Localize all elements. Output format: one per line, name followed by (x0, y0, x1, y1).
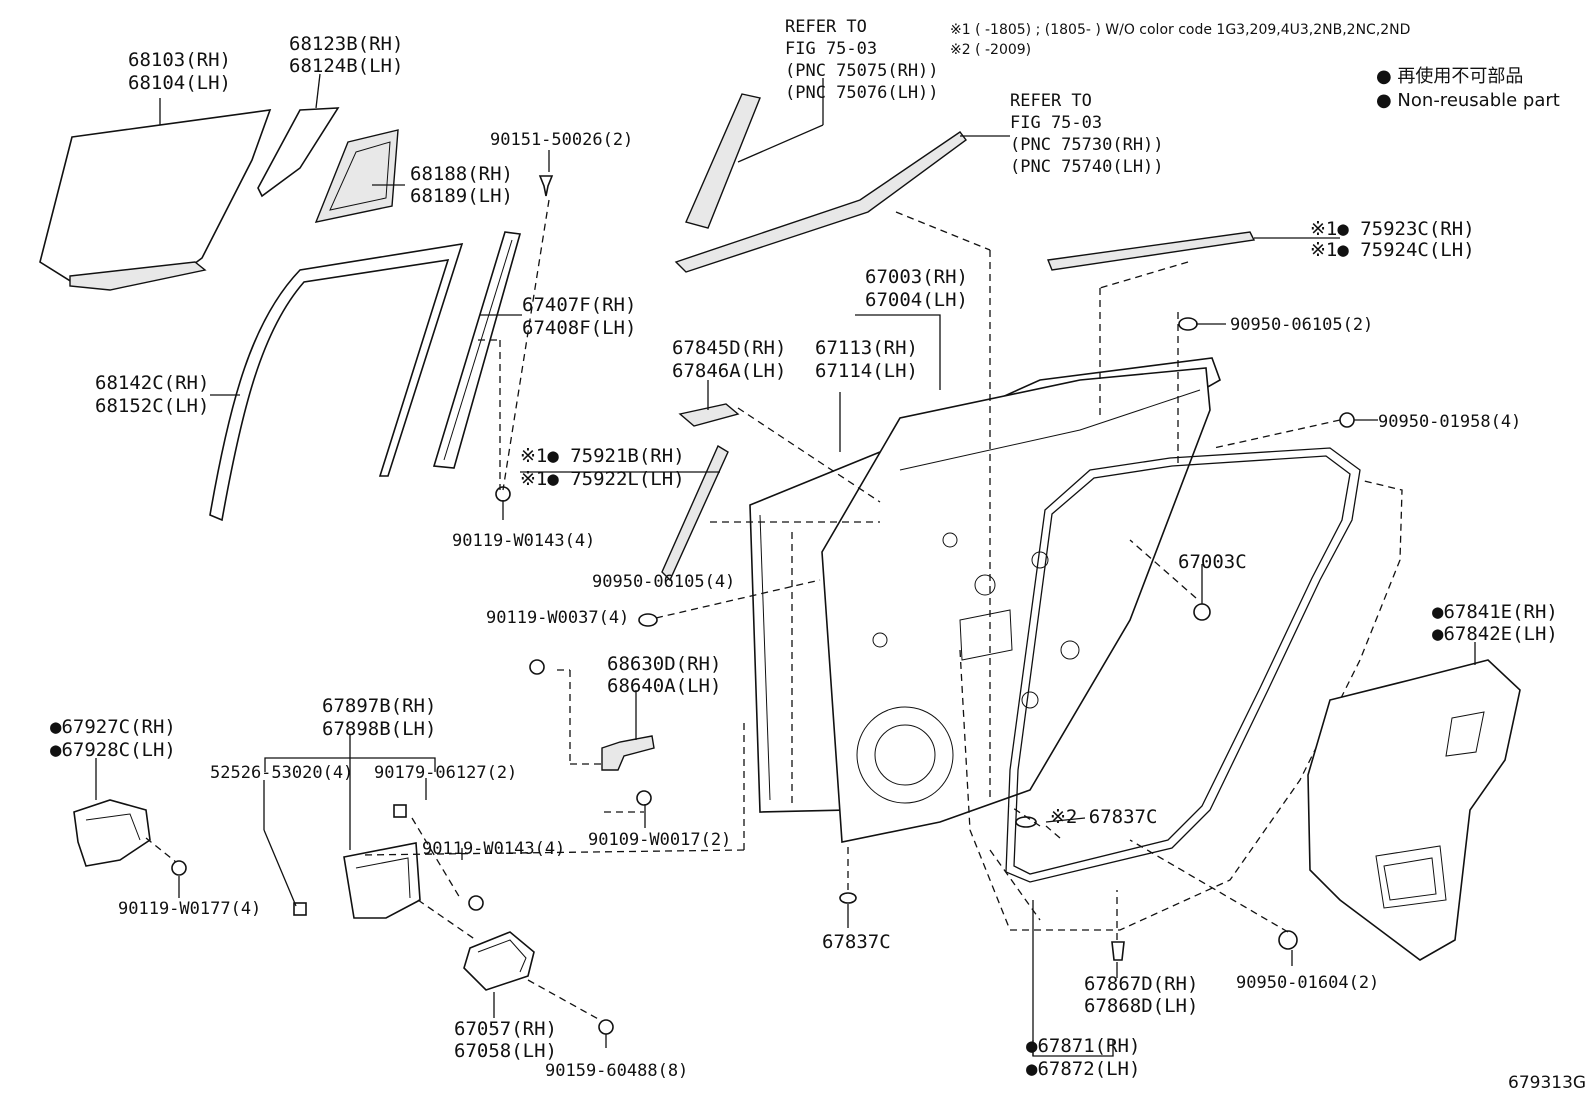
label-52526: 52526-53020(4) (210, 763, 353, 783)
label-67837-b: 67837C (822, 931, 891, 953)
bracket-67845-shape (678, 403, 740, 427)
service-hole-cover (1307, 659, 1521, 961)
roof-moulding-shape (1047, 231, 1256, 271)
diagram-id: 679313G (1508, 1073, 1586, 1093)
label-90950-06105-b: 90950-06105(4) (592, 572, 735, 592)
svg-text:(PNC 75740(LH)): (PNC 75740(LH)) (1010, 157, 1164, 177)
assembly-lines (145, 199, 1341, 1021)
note-1: ※1 ( -1805) ; (1805- ) W/O color code 1G… (950, 22, 1410, 38)
cover-67927-shape (73, 799, 151, 867)
label-68188: 68188(RH) (410, 163, 513, 185)
svg-text:67114(LH): 67114(LH) (815, 360, 918, 382)
svg-text:68152C(LH): 68152C(LH) (95, 395, 209, 417)
label-90119-w0037: 90119-W0037(4) (486, 608, 629, 628)
label-90950-01958: 90950-01958(4) (1378, 412, 1521, 432)
label-67871: ●67871(RH) (1026, 1035, 1140, 1057)
svg-text:※1● 75924C(LH): ※1● 75924C(LH) (1310, 239, 1475, 261)
svg-text:FIG 75-03: FIG 75-03 (1010, 113, 1102, 133)
label-75923: ※1● 75923C(RH) (1310, 218, 1475, 240)
ref-callout-1: REFER TO FIG 75-03 (PNC 75075(RH)) (PNC … (785, 17, 939, 103)
svg-text:(PNC 75075(RH)): (PNC 75075(RH)) (785, 61, 939, 81)
fasteners (171, 175, 1355, 1035)
belt-moulding-shape (674, 131, 967, 273)
quarter-glass-shape (257, 107, 340, 198)
label-67057: 67057(RH) (454, 1018, 557, 1040)
note-2: ※2 ( -2009) (950, 42, 1031, 58)
label-68142: 68142C(RH) (95, 372, 209, 394)
leader-lines (95, 73, 1476, 1057)
svg-text:(PNC 75076(LH)): (PNC 75076(LH)) (785, 83, 939, 103)
svg-text:●67928C(LH): ●67928C(LH) (50, 739, 176, 761)
label-67927: ●67927C(RH) (50, 716, 176, 738)
label-67845: 67845D(RH) (672, 337, 786, 359)
label-90109: 90109-W0017(2) (588, 830, 731, 850)
garnish-75921-shape (661, 444, 729, 582)
svg-text:●67872(LH): ●67872(LH) (1026, 1058, 1140, 1080)
label-90151: 90151-50026(2) (490, 130, 633, 150)
svg-text:●67842E(LH): ●67842E(LH) (1432, 623, 1558, 645)
legend-en: ● Non-reusable part (1376, 90, 1560, 111)
door-inner-panel (821, 367, 1211, 843)
label-68123: 68123B(RH) (289, 33, 403, 55)
svg-text:68124B(LH): 68124B(LH) (289, 55, 403, 77)
label-90119-w0143-a: 90119-W0143(4) (452, 531, 595, 551)
label-90179: 90179-06127(2) (374, 763, 517, 783)
part-labels: 68103(RH) 68104(LH) 68123B(RH) 68124B(LH… (50, 33, 1558, 1081)
svg-text:68104(LH): 68104(LH) (128, 72, 231, 94)
svg-text:(PNC 75730(RH)): (PNC 75730(RH)) (1010, 135, 1164, 155)
svg-text:REFER TO: REFER TO (1010, 91, 1092, 111)
pillar-garnish-shape (685, 93, 761, 229)
quarter-frame-shape (314, 129, 399, 223)
label-68630: 68630D(RH) (607, 653, 721, 675)
svg-text:67058(LH): 67058(LH) (454, 1040, 557, 1062)
svg-text:※1● 75922L(LH): ※1● 75922L(LH) (520, 468, 685, 490)
label-90950-06105-a: 90950-06105(2) (1230, 315, 1373, 335)
label-68103: 68103(RH) (128, 49, 231, 71)
svg-text:REFER TO: REFER TO (785, 17, 867, 37)
svg-text:FIG 75-03: FIG 75-03 (785, 39, 877, 59)
label-90119-w0143-b: 90119-W0143(4) (422, 839, 565, 859)
label-90119-w0177: 90119-W0177(4) (118, 899, 261, 919)
ref-callout-2: REFER TO FIG 75-03 (PNC 75730(RH)) (PNC … (1010, 91, 1164, 177)
svg-text:68640A(LH): 68640A(LH) (607, 675, 721, 697)
label-67113: 67113(RH) (815, 337, 918, 359)
label-67841: ●67841E(RH) (1432, 601, 1558, 623)
label-75921: ※1● 75921B(RH) (520, 445, 685, 467)
label-67837-a: ※2 67837C (1050, 806, 1157, 828)
run-channel-shape (209, 243, 464, 522)
svg-text:67898B(LH): 67898B(LH) (322, 718, 436, 740)
svg-text:68189(LH): 68189(LH) (410, 185, 513, 207)
label-67867: 67867D(RH) (1084, 973, 1198, 995)
label-67003: 67003(RH) (865, 266, 968, 288)
label-67407: 67407F(RH) (522, 294, 636, 316)
hinge-68630-shape (601, 735, 655, 771)
svg-text:67846A(LH): 67846A(LH) (672, 360, 786, 382)
label-67897: 67897B(RH) (322, 695, 436, 717)
label-90159: 90159-60488(8) (545, 1061, 688, 1081)
label-90950-01604: 90950-01604(2) (1236, 973, 1379, 993)
label-67003c: 67003C (1178, 551, 1247, 573)
legend-jp: ● 再使用不可部品 (1376, 66, 1523, 87)
door-glass-shape (39, 109, 272, 291)
door-weatherstrip (1005, 447, 1361, 883)
svg-text:67408F(LH): 67408F(LH) (522, 317, 636, 339)
cover-67057-shape (463, 931, 535, 991)
svg-text:67004(LH): 67004(LH) (865, 289, 968, 311)
division-bar-shape (432, 231, 522, 469)
svg-text:67868D(LH): 67868D(LH) (1084, 995, 1198, 1017)
bracket-67897-shape (343, 842, 421, 919)
